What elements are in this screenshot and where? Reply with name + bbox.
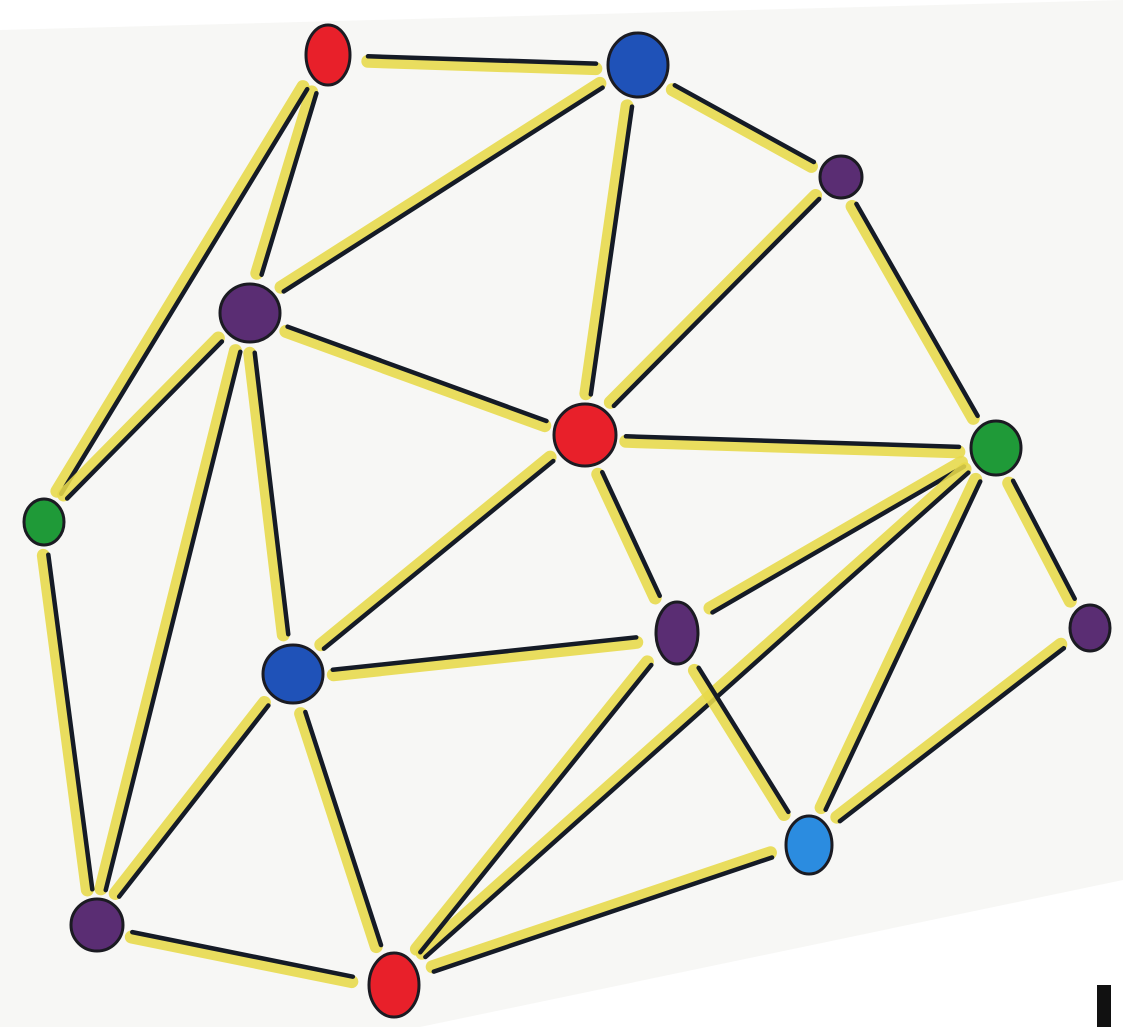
- corner-mark: [1097, 985, 1111, 1027]
- node-n6: [24, 499, 64, 545]
- node-n9: [263, 645, 323, 703]
- node-n8: [1070, 605, 1110, 651]
- node-n12: [71, 899, 123, 951]
- node-n5: [554, 404, 616, 466]
- node-n1: [306, 25, 350, 85]
- node-n4: [220, 284, 280, 342]
- node-n10: [656, 602, 698, 664]
- node-n7: [971, 421, 1021, 475]
- node-n11: [786, 816, 832, 874]
- node-n3: [820, 156, 862, 198]
- node-n13: [369, 953, 419, 1017]
- node-n2: [608, 33, 668, 97]
